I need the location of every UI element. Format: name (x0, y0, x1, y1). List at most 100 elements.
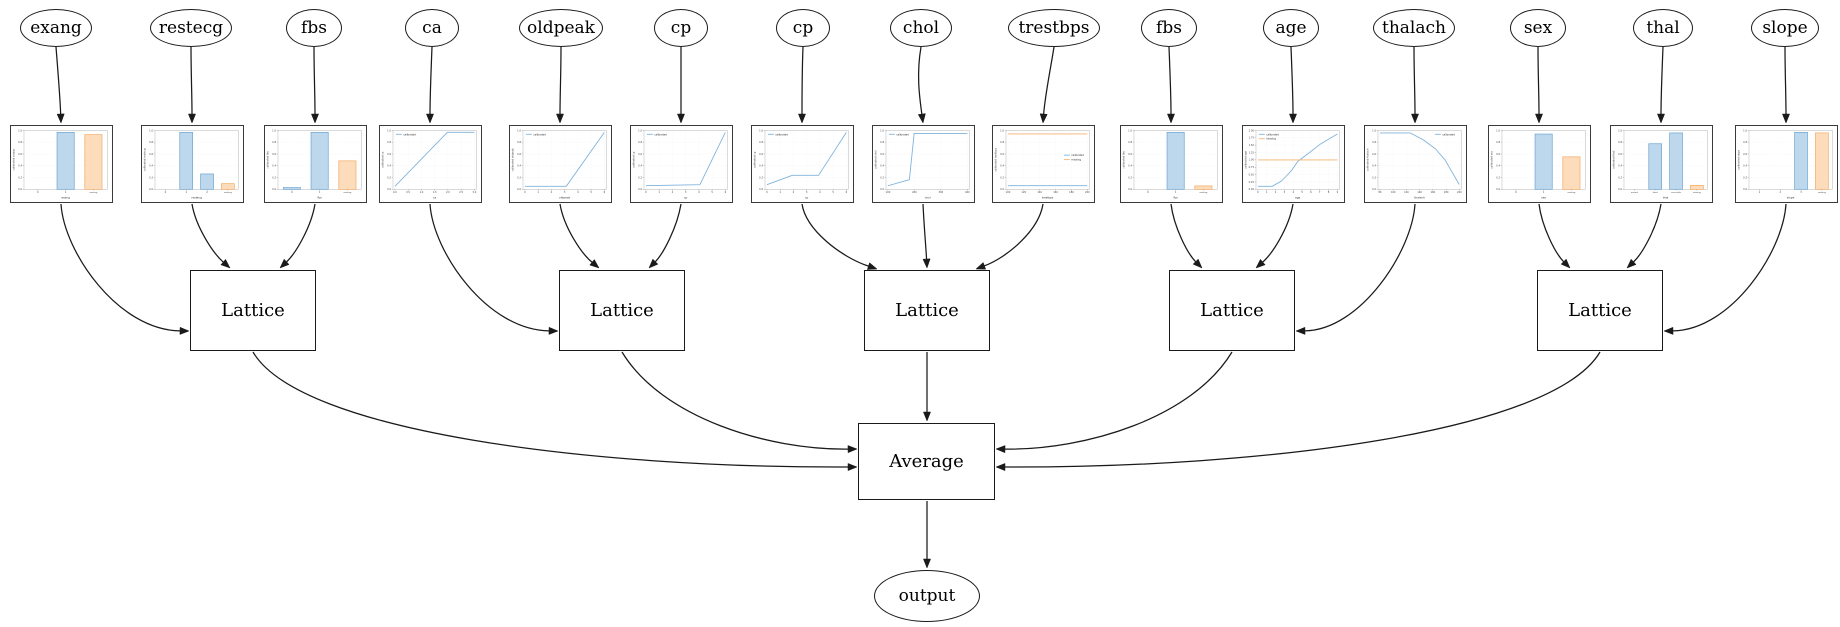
chart-text: fbs (1174, 196, 1179, 200)
chart-text: fixed (1653, 192, 1659, 194)
chart-text: 0.2 (18, 176, 22, 179)
edge-lattice-3-to-average (923, 352, 931, 422)
chart-text: 2 (1275, 191, 1277, 194)
chart-text: 0.6 (1496, 153, 1500, 156)
chart-text: 0.6 (1128, 153, 1132, 156)
input-node-chol: chol (890, 9, 952, 47)
chart-text: 0.2 (1496, 176, 1500, 179)
edge-cal-sex-to-lattice-5 (1538, 203, 1571, 269)
chart-text: 3.0 (472, 191, 476, 194)
edge-restecg-to-cal-restecg (188, 46, 196, 124)
chart-text: 0.0 (1743, 188, 1747, 191)
chart-text: 0.8 (1372, 141, 1376, 144)
chart-text: 1 (1759, 191, 1761, 194)
chart-text: 1.5 (433, 191, 437, 194)
chart-text: 0.6 (1743, 153, 1747, 156)
chart-text: 0.6 (387, 153, 391, 156)
chart-text: 140 (1037, 191, 1042, 194)
chart-text: calibrated trestbps (994, 147, 998, 171)
bar-thal-missing (1690, 185, 1704, 190)
chart-legend: calibrated (767, 132, 788, 136)
chart-text: 0.0 (18, 188, 22, 191)
chart-text: 0.4 (149, 165, 153, 168)
chart-text: 0.0 (272, 188, 276, 191)
chart-text: calibrated ca (381, 151, 385, 168)
input-label: sex (1523, 18, 1553, 38)
edge-ca-to-cal-ca (426, 46, 434, 124)
chart-text: restecg (191, 196, 202, 200)
chart-legend: calibrated (888, 132, 909, 136)
input-node-thal: thal (1633, 9, 1693, 47)
chart-text: slope (1787, 196, 1795, 200)
chart-text: 0.8 (517, 141, 521, 144)
edge-thalach-to-cal-thalach (1411, 46, 1419, 124)
chart-text: 0.6 (517, 153, 521, 156)
edge-trestbps-to-cal-trestbps (1039, 46, 1055, 124)
chart-text: 0.8 (1618, 141, 1622, 144)
chart-text: 0.4 (272, 165, 276, 168)
chart-text: 0 (1515, 191, 1517, 194)
input-node-fbs-2: fbs (1141, 9, 1197, 47)
chart-text: 0.6 (272, 153, 276, 156)
chart-text: 3 (685, 191, 687, 194)
chart-text: 1.0 (1743, 129, 1747, 132)
chart-text: 0.2 (1372, 176, 1376, 179)
average-node: Average (858, 423, 995, 500)
chart-text: 0.0 (1618, 188, 1622, 191)
input-node-fbs: fbs (286, 9, 342, 47)
chart-text: 1.0 (272, 129, 276, 132)
chart-text: 180 (1069, 191, 1074, 194)
chart-text: 0.2 (638, 176, 642, 179)
edge-cal-fbs-to-lattice-1 (279, 203, 316, 269)
chart-text: 0 (291, 191, 293, 194)
average-label: Average (889, 451, 964, 472)
input-node-exang: exang (20, 9, 92, 47)
chart-text: 100 (1006, 191, 1011, 194)
chart-text: chol (925, 196, 931, 200)
chart-legend: calibrated (1434, 132, 1455, 136)
bar-fbs-missing (1194, 185, 1213, 190)
chart-text: 2.0 (446, 191, 450, 194)
chart-text: 0.4 (1372, 165, 1376, 168)
chart-text: 0.75 (1249, 166, 1255, 169)
edge-age-to-cal-age (1289, 46, 1297, 124)
chart-text: 2 (1779, 191, 1781, 194)
chart-text: 0.25 (1249, 181, 1255, 184)
chart-text: 7 (1319, 191, 1321, 194)
lattice-label: Lattice (221, 300, 285, 321)
chart-text: 1.0 (149, 129, 153, 132)
lattice-label: Lattice (895, 300, 959, 321)
chart-text: 0.6 (880, 153, 884, 156)
chart-text: 0.2 (387, 176, 391, 179)
bar-thal-reversible (1669, 132, 1683, 190)
chart-text: 100 (1391, 191, 1396, 194)
chart-text: calibrated fbs (266, 151, 270, 169)
chart-text: 1.0 (638, 129, 642, 132)
chart-text: calibrated sex (1490, 150, 1494, 168)
chart-text: 0.2 (759, 176, 763, 179)
chart-text: 0.0 (1496, 188, 1500, 191)
chart-text: 0.4 (517, 165, 521, 168)
bar-fbs-0 (282, 187, 301, 190)
chart-text: 6 (846, 191, 848, 194)
chart-text: fbs (318, 196, 323, 200)
bar-slope-missing (1815, 132, 1829, 190)
edge-fbs-to-cal-fbs (311, 46, 319, 124)
input-node-sex: sex (1510, 9, 1566, 47)
chart-text: 0 (524, 191, 526, 194)
chart-text: 0.4 (638, 165, 642, 168)
chart-text: 0.2 (880, 176, 884, 179)
chart-text: 200 (1457, 191, 1462, 194)
chart-text: 0.4 (1743, 165, 1747, 168)
